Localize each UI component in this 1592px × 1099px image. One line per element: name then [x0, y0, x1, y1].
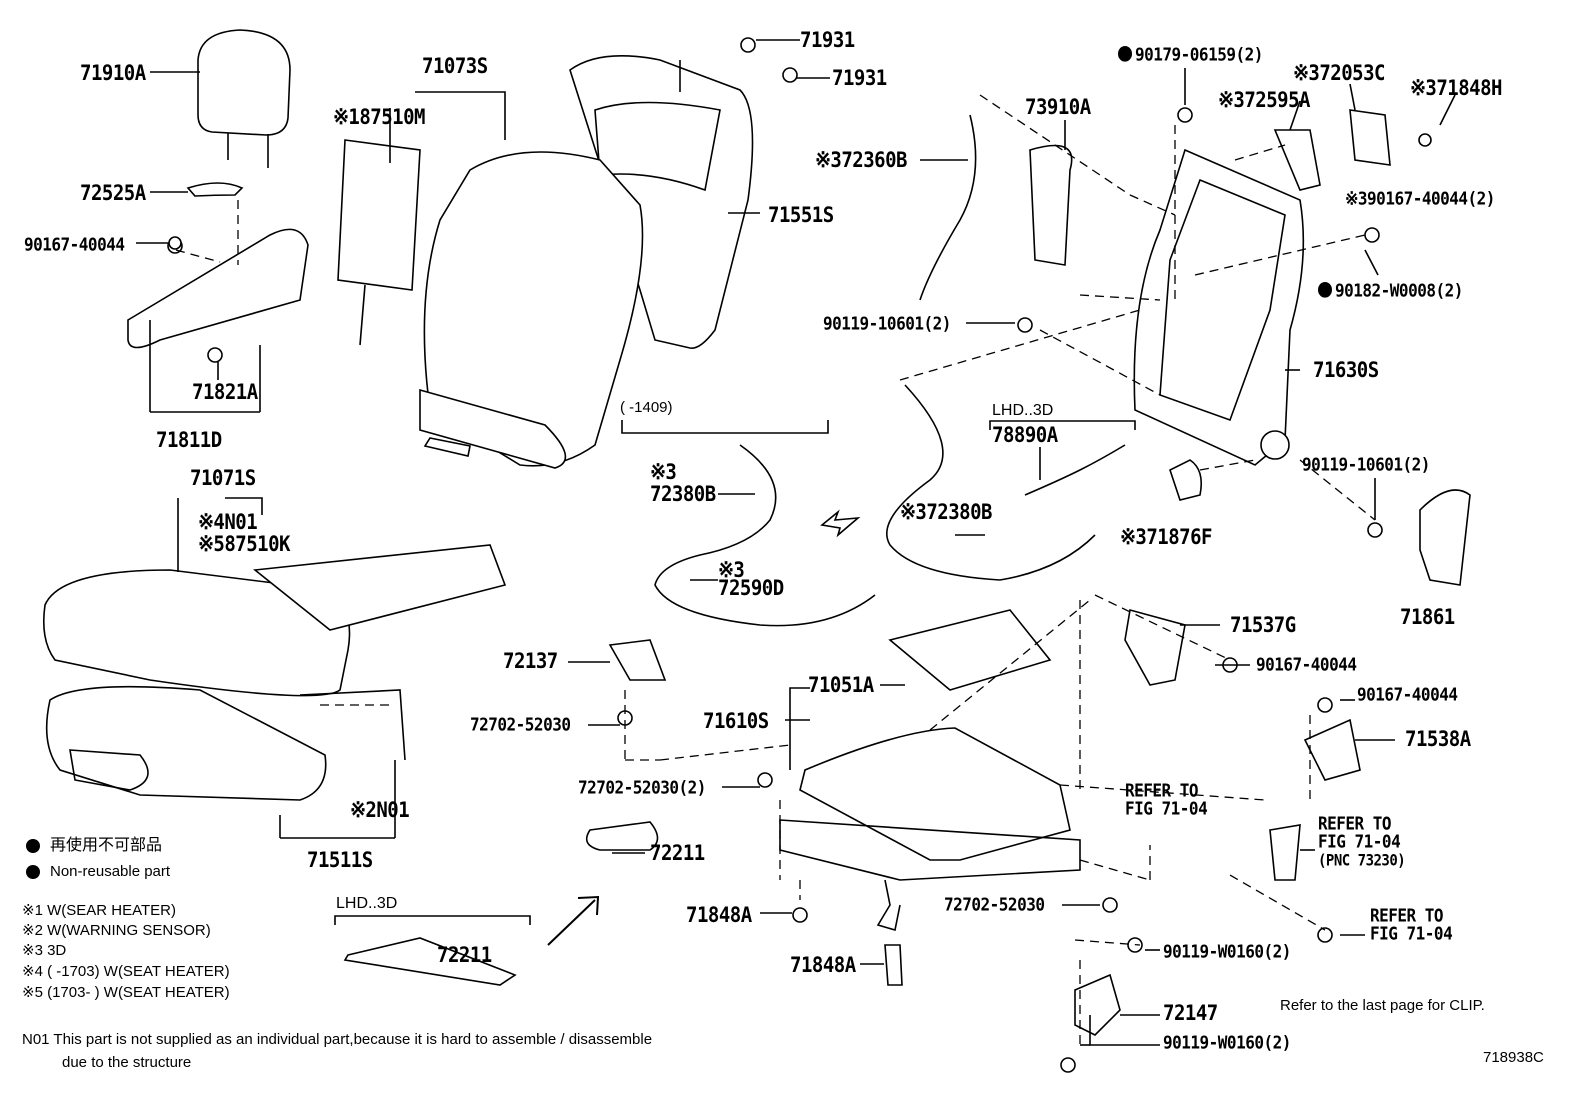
callout-71511S[interactable]: 71511S [307, 847, 373, 873]
seatback-drawing [337, 55, 754, 469]
callout-72590D[interactable]: 72590D [718, 575, 784, 601]
callout-90119-W0160-upper[interactable]: 90119-W0160(2) [1163, 940, 1291, 963]
callout-72702-52030-right[interactable]: 72702-52030 [944, 893, 1045, 916]
callout-90167-40044-2[interactable]: ※390167-40044(2) [1345, 187, 1495, 210]
callout-72702-52030-2[interactable]: 72702-52030(2) [578, 776, 706, 799]
callout-72380B-right[interactable]: ※372380B [900, 499, 992, 525]
callout-87510M[interactable]: ※187510M [333, 104, 425, 130]
marker-3-lower: ※3 [718, 557, 745, 583]
assembly-lines [175, 94, 1376, 1050]
callout-72360B[interactable]: ※372360B [815, 147, 907, 173]
legend-note-4: ※4 ( -1703) W(SEAT HEATER) [22, 963, 230, 980]
variant-lhd3d-label: LHD..3D [992, 402, 1054, 419]
legend-note-1: ※1 W(SEAR HEATER) [22, 902, 176, 919]
callout-71537G[interactable]: 71537G [1230, 612, 1296, 638]
nonreusable-marker-icon [1318, 282, 1332, 298]
callout-71071S[interactable]: 71071S [190, 465, 256, 491]
leader-lines [136, 39, 1456, 1046]
callout-N01-lower[interactable]: ※2N01 [350, 797, 410, 823]
callout-72525A[interactable]: 72525A [80, 180, 146, 206]
callout-78890A[interactable]: 78890A [992, 422, 1058, 448]
callout-90167-40044-right2[interactable]: 90167-40044 [1357, 683, 1458, 706]
callout-71538A[interactable]: 71538A [1405, 726, 1471, 752]
direction-arrows [547, 509, 861, 946]
clip-note: Refer to the last page for CLIP. [1280, 997, 1485, 1014]
callout-72595A[interactable]: ※372595A [1218, 87, 1310, 113]
callout-90119-10601-right[interactable]: 90119-10601(2) [1302, 453, 1430, 476]
callout-71848H[interactable]: ※371848H [1410, 75, 1502, 101]
seat-frame-drawing [779, 609, 1081, 986]
callout-71876F[interactable]: ※371876F [1120, 524, 1212, 550]
figure-id: 718938C [1483, 1049, 1544, 1066]
callout-71551S[interactable]: 71551S [768, 202, 834, 228]
variant-lhd3d-lower-label: LHD..3D [336, 895, 398, 912]
callout-90119-W0160-lower[interactable]: 90119-W0160(2) [1163, 1031, 1291, 1054]
callout-72053C[interactable]: ※372053C [1293, 60, 1385, 86]
small-parts-drawing [168, 37, 1432, 1073]
callout-90167-40044-left[interactable]: 90167-40044 [24, 233, 125, 256]
callout-71811D[interactable]: 71811D [156, 427, 222, 453]
callout-71910A[interactable]: 71910A [80, 60, 146, 86]
nonreusable-dot-icon [26, 838, 40, 853]
legend-nonreusable-en: Non-reusable part [26, 864, 170, 880]
armrest-drawing [127, 182, 309, 363]
callout-71931-lower[interactable]: 71931 [832, 65, 887, 91]
legend-n01-line1: N01 This part is not supplied as an indi… [22, 1031, 653, 1048]
seatback-frame-drawing [1029, 144, 1471, 586]
variant-range-label: ( -1409) [620, 399, 673, 416]
callout-72211-upper[interactable]: 72211 [650, 840, 705, 866]
callout-71610S[interactable]: 71610S [703, 708, 769, 734]
nonreusable-marker-icon [1118, 46, 1132, 62]
callout-72702-52030-left[interactable]: 72702-52030 [470, 713, 571, 736]
callout-90167-40044-right1[interactable]: 90167-40044 [1256, 653, 1357, 676]
callout-71821A[interactable]: 71821A [192, 379, 258, 405]
callout-72211-lower[interactable]: 72211 [437, 942, 492, 968]
marker-3-upper: ※3 [650, 459, 677, 485]
callout-71073S[interactable]: 71073S [422, 53, 488, 79]
cables-drawing [654, 114, 1126, 627]
callout-N01-upper[interactable]: ※4N01 [198, 509, 258, 535]
callout-72380B-left[interactable]: 72380B [650, 481, 716, 507]
seat-cushion-drawing [42, 544, 507, 801]
callout-87510K[interactable]: ※587510K [198, 531, 290, 557]
callout-71630S[interactable]: 71630S [1313, 357, 1379, 383]
legend-note-5: ※5 (1703- ) W(SEAT HEATER) [22, 984, 230, 1001]
callout-71051A[interactable]: 71051A [808, 672, 874, 698]
callout-90119-10601-center[interactable]: 90119-10601(2) [823, 312, 951, 335]
callout-71931-upper[interactable]: 71931 [800, 27, 855, 53]
callout-73910A[interactable]: 73910A [1025, 94, 1091, 120]
callout-90182-W0008[interactable]: 90182-W0008(2) [1318, 281, 1463, 300]
callout-71848A-lower[interactable]: 71848A [790, 952, 856, 978]
callout-72137[interactable]: 72137 [503, 648, 558, 674]
legend-note-2: ※2 W(WARNING SENSOR) [22, 922, 211, 939]
legend-nonreusable-jp: 再使用不可部品 [26, 838, 162, 854]
nonreusable-dot-icon [26, 865, 40, 880]
legend-note-3: ※3 3D [22, 942, 67, 959]
headrest-drawing [197, 29, 291, 168]
callout-90179-06159[interactable]: 90179-06159(2) [1118, 45, 1263, 64]
callout-72147[interactable]: 72147 [1163, 1000, 1218, 1026]
callout-71848A-upper[interactable]: 71848A [686, 902, 752, 928]
callout-71861[interactable]: 71861 [1400, 604, 1455, 630]
legend-n01-line2: due to the structure [62, 1054, 192, 1071]
